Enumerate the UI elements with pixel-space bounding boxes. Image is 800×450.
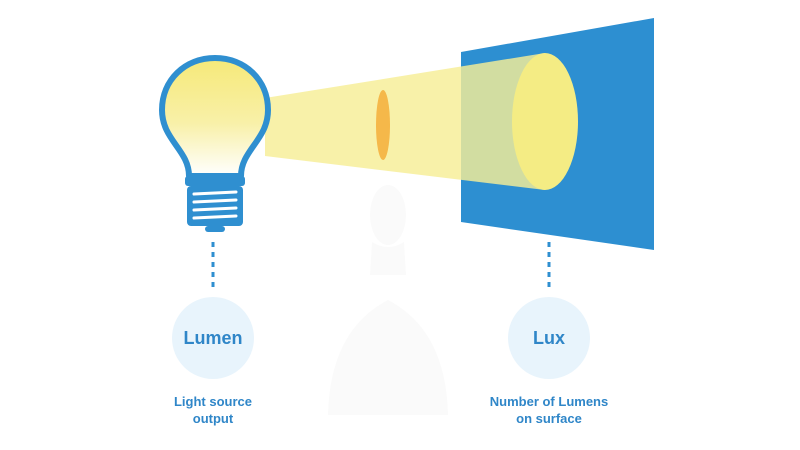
ghost-figure (328, 185, 448, 415)
lumen-caption-line1: Light source (174, 394, 252, 409)
lux-caption-line2: on surface (516, 411, 582, 426)
lux-circle (508, 297, 590, 379)
lumen-circle (172, 297, 254, 379)
lux-title: Lux (533, 328, 565, 348)
lumen-title: Lumen (183, 328, 242, 348)
lumen-caption-line2: output (193, 411, 234, 426)
light-beam (265, 53, 545, 190)
light-bulb-icon (159, 55, 271, 232)
light-spot (512, 53, 578, 190)
lux-caption-line1: Number of Lumens (490, 394, 608, 409)
beam-lens (376, 90, 390, 160)
